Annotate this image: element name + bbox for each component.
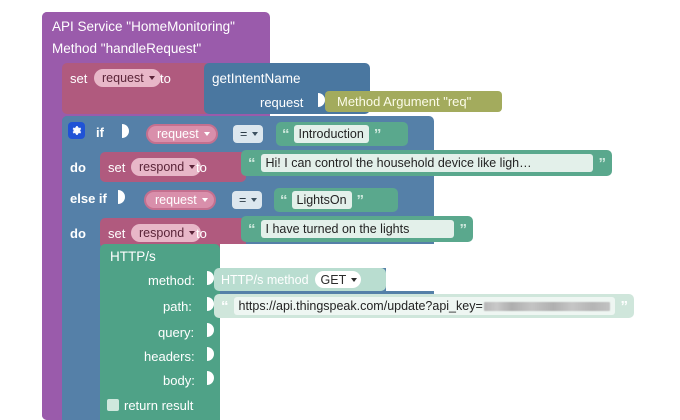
else-if-right-operand-text-block[interactable]: “ LightsOn ” — [274, 188, 398, 212]
set-request-set-label: set — [70, 71, 88, 86]
redacted-api-key — [483, 301, 610, 311]
return-result-label: return result — [124, 398, 194, 413]
https-method-value-prefix: HTTP/s method — [221, 272, 309, 287]
quote-close-icon: ” — [356, 191, 364, 209]
set-respond-variable-dropdown-1[interactable]: respond — [131, 158, 202, 176]
else-if-left-operand-dropdown[interactable]: request — [144, 190, 216, 210]
set-respond-to-label-1: to — [196, 160, 207, 175]
https-block-title: HTTP/s — [110, 249, 156, 264]
https-body-socket — [207, 371, 214, 385]
quote-close-icon: ” — [459, 220, 467, 238]
return-result-checkbox[interactable] — [107, 399, 119, 411]
respond-text-block-2[interactable]: “ I have turned on the lights ” — [241, 216, 473, 242]
set-respond-variable-label-1: respond — [139, 160, 185, 174]
chevron-down-icon — [189, 165, 196, 169]
method-argument-block[interactable] — [325, 91, 502, 112]
if-right-operand-value[interactable]: Introduction — [293, 125, 369, 143]
set-request-to-label: to — [160, 71, 171, 86]
else-if-operator-label: = — [239, 193, 247, 207]
set-request-variable-dropdown[interactable]: request — [94, 69, 161, 87]
service-title-line1: API Service "HomeMonitoring" — [52, 19, 235, 34]
else-if-right-operand-value[interactable]: LightsOn — [291, 191, 352, 209]
workspace-gap-2 — [386, 268, 434, 291]
if-label: if — [96, 125, 104, 140]
chevron-down-icon — [351, 277, 358, 282]
set-respond-socket-1 — [234, 159, 240, 172]
set-respond-socket-2 — [234, 225, 240, 238]
if-do-label: do — [70, 160, 86, 175]
https-path-socket — [207, 297, 214, 311]
chevron-down-icon — [252, 132, 259, 136]
else-if-operator-dropdown[interactable]: = — [232, 191, 263, 209]
else-if-condition-socket — [118, 190, 125, 204]
set-request-variable-label: request — [102, 71, 144, 85]
https-method-dropdown[interactable]: GET — [314, 271, 362, 288]
https-method-value-block[interactable]: HTTP/s method GET — [214, 268, 386, 291]
https-method-socket — [207, 271, 214, 285]
https-method-dropdown-label: GET — [320, 272, 347, 287]
if-operator-label: = — [240, 127, 248, 141]
if-left-operand-label: request — [157, 127, 199, 141]
https-path-row-label: path: — [163, 299, 192, 314]
if-condition-socket — [122, 124, 129, 138]
set-respond-to-label-2: to — [196, 226, 207, 241]
get-intent-name-param-label: request — [260, 95, 304, 110]
quote-close-icon: ” — [373, 125, 381, 143]
else-if-left-operand-label: request — [155, 193, 197, 207]
respond-text-block-1[interactable]: “ Hi! I can control the household device… — [241, 150, 612, 176]
respond-text-value-2[interactable]: I have turned on the lights — [260, 220, 454, 238]
api-service-block-spine — [42, 12, 60, 420]
quote-open-icon: “ — [248, 154, 255, 172]
set-respond-set-label-2: set — [108, 226, 126, 241]
https-path-url-text: https://api.thingspeak.com/update?api_ke… — [238, 299, 483, 313]
set-respond-variable-label-2: respond — [139, 226, 185, 240]
https-headers-socket — [207, 347, 214, 361]
https-method-row-label: method: — [148, 273, 195, 288]
chevron-down-icon — [189, 231, 196, 235]
get-intent-name-label: getIntentName — [212, 71, 301, 86]
https-query-row-label: query: — [158, 325, 195, 340]
https-path-value[interactable]: https://api.thingspeak.com/update?api_ke… — [233, 297, 615, 315]
chevron-down-icon — [251, 198, 258, 202]
https-path-text-block[interactable]: “ https://api.thingspeak.com/update?api_… — [214, 294, 634, 318]
chevron-down-icon — [203, 132, 210, 136]
else-if-do-label: do — [70, 226, 86, 241]
https-query-socket — [207, 323, 214, 337]
set-respond-set-label-1: set — [108, 160, 126, 175]
https-block[interactable] — [100, 244, 220, 420]
get-intent-name-param-socket — [318, 93, 325, 107]
https-headers-row-label: headers: — [144, 349, 195, 364]
chevron-down-icon — [201, 198, 208, 202]
quote-open-icon: “ — [248, 220, 255, 238]
if-operator-dropdown[interactable]: = — [233, 125, 264, 143]
quote-open-icon: “ — [280, 191, 287, 209]
quote-close-icon: ” — [598, 154, 606, 172]
if-else-control-spine — [62, 116, 98, 420]
else-if-label: else if — [70, 191, 107, 206]
service-title-line2: Method "handleRequest" — [52, 41, 202, 56]
workspace-gap — [220, 244, 434, 268]
if-right-operand-text-block[interactable]: “ Introduction ” — [276, 122, 408, 146]
quote-open-icon: “ — [282, 125, 289, 143]
if-left-operand-dropdown[interactable]: request — [146, 124, 218, 144]
method-argument-label: Method Argument "req" — [337, 94, 472, 109]
https-body-row-label: body: — [163, 373, 195, 388]
gear-icon[interactable] — [68, 122, 85, 139]
quote-open-icon: “ — [221, 297, 228, 315]
respond-text-value-1[interactable]: Hi! I can control the household device l… — [260, 154, 593, 172]
chevron-down-icon — [148, 76, 155, 80]
set-respond-variable-dropdown-2[interactable]: respond — [131, 224, 202, 242]
workspace-gap-3 — [220, 318, 434, 420]
quote-close-icon: ” — [620, 297, 628, 315]
set-request-socket — [196, 70, 202, 83]
